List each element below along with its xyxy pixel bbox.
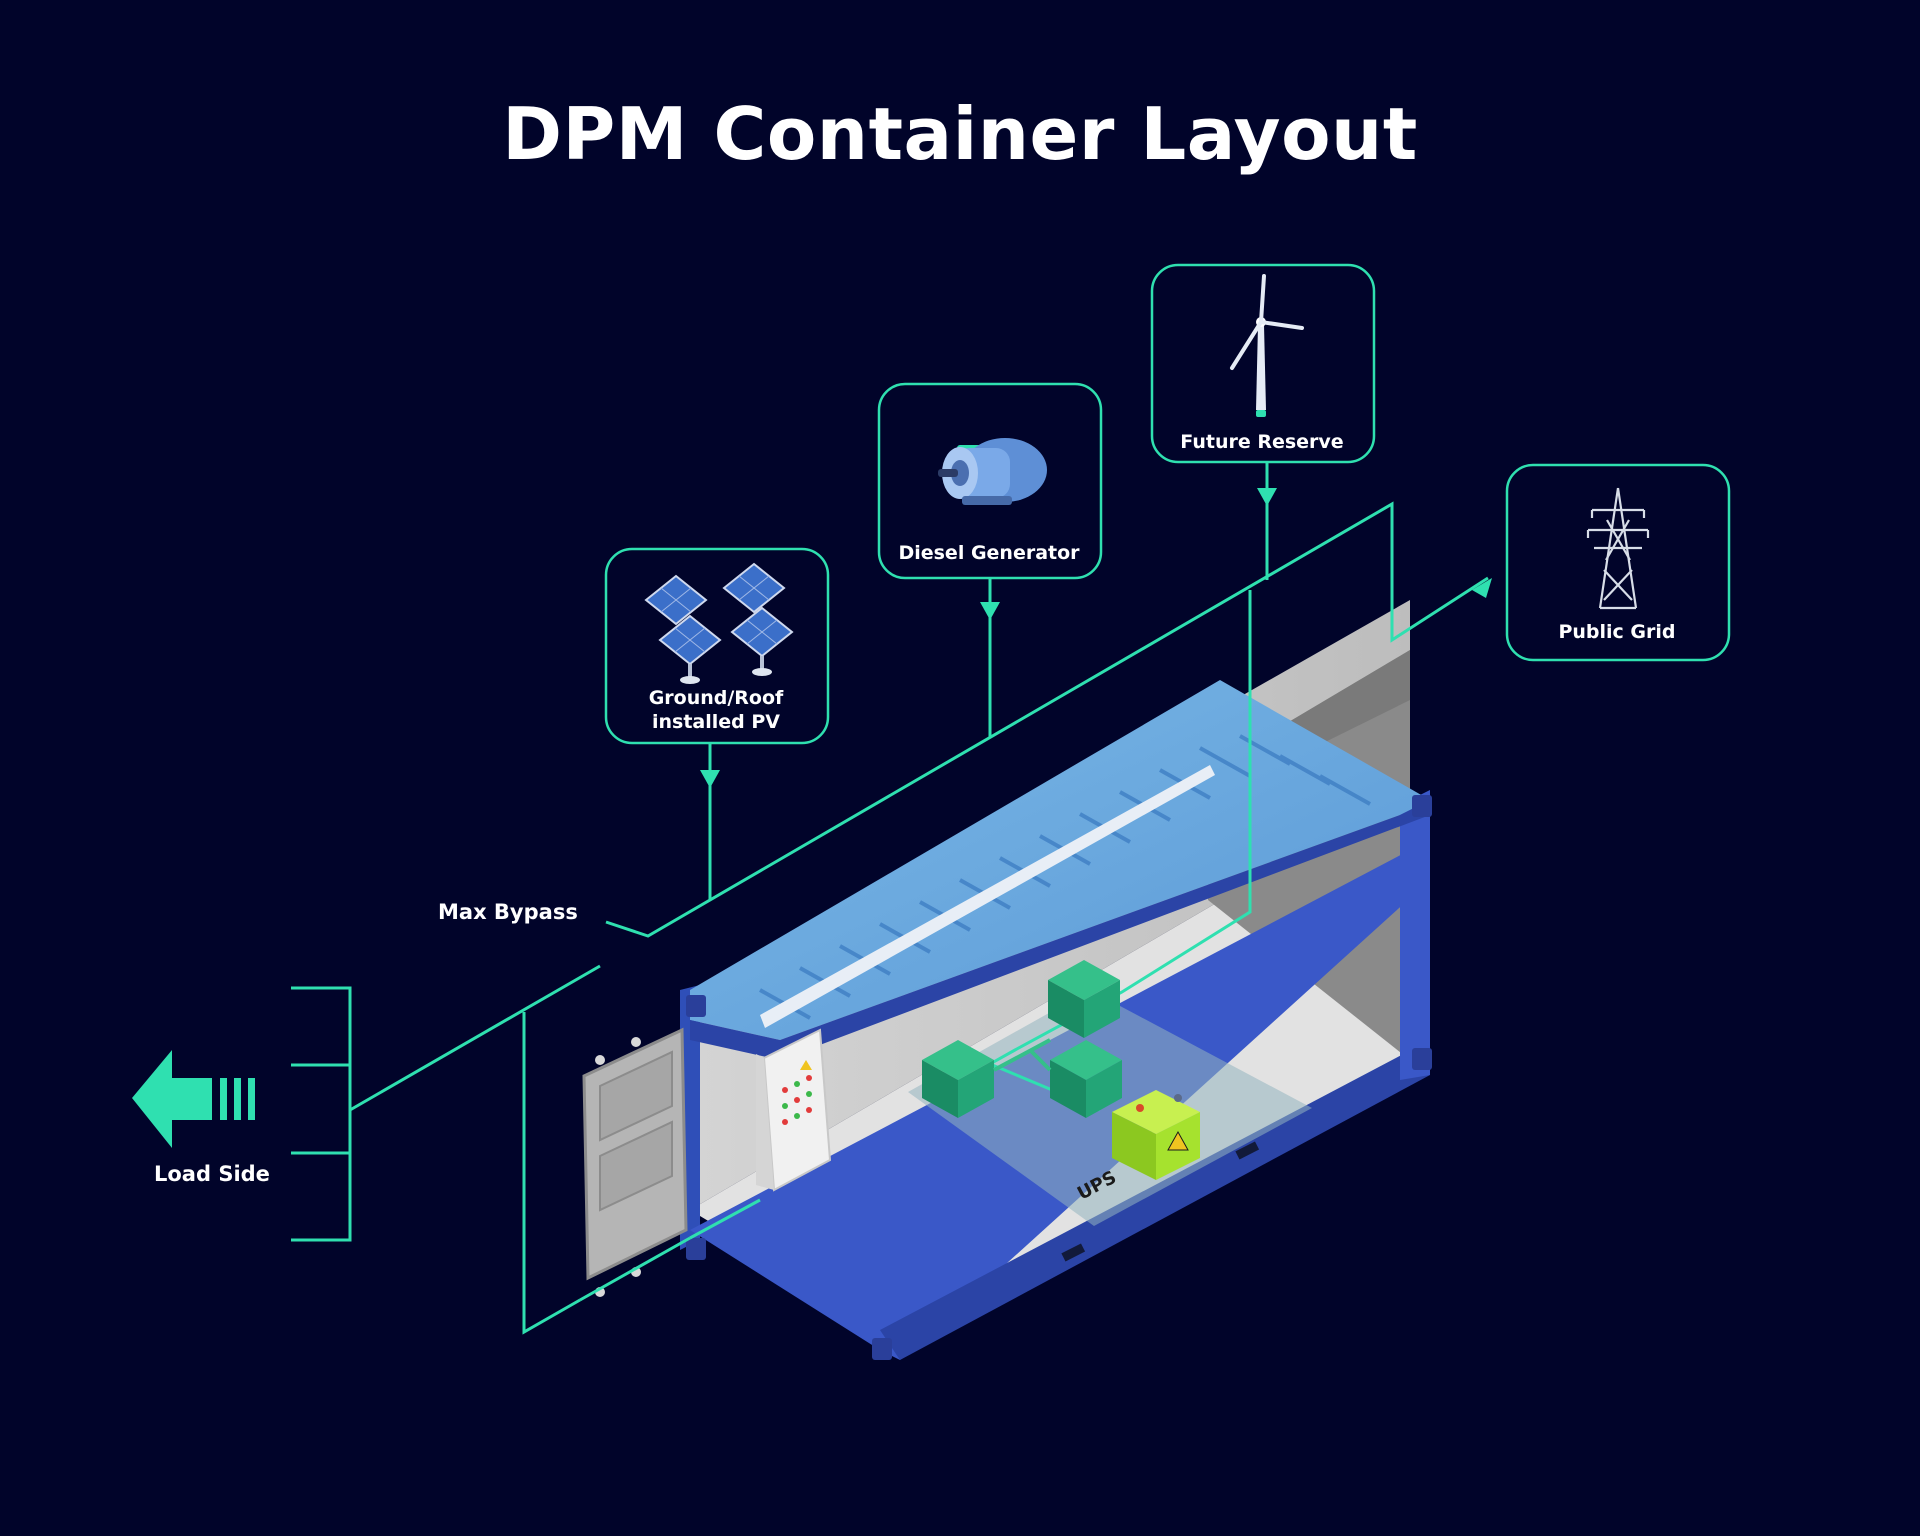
wind-turbine-icon <box>1230 274 1304 417</box>
label-future: Future Reserve <box>1180 431 1344 453</box>
page-title: DPM Container Layout <box>502 92 1418 176</box>
ups-zone <box>908 990 1312 1226</box>
arrow-heads <box>700 488 1492 788</box>
label-pv: Ground/Roof installed PV <box>648 687 784 733</box>
source-box-diesel[interactable] <box>877 382 1103 580</box>
label-load-side: Load Side <box>154 1162 270 1186</box>
battery-icon <box>1112 1090 1200 1180</box>
source-box-future[interactable] <box>1150 263 1376 464</box>
shipping-container <box>582 600 1432 1360</box>
transmission-tower-icon <box>1586 487 1650 610</box>
ups-module <box>1048 960 1120 1038</box>
electric-motor-icon <box>938 438 1047 505</box>
solar-panels-icon <box>644 562 794 684</box>
source-box-grid[interactable] <box>1505 463 1731 662</box>
ups-module <box>922 1040 994 1118</box>
cabinet-indicators <box>782 1060 812 1125</box>
ups-module <box>1050 1040 1122 1118</box>
label-diesel: Diesel Generator <box>898 542 1080 564</box>
arrow-left-icon[interactable] <box>132 1050 255 1148</box>
label-grid: Public Grid <box>1558 621 1676 643</box>
module-links <box>993 1038 1052 1072</box>
source-box-pv[interactable] <box>604 547 830 745</box>
label-max-bypass: Max Bypass <box>438 900 578 924</box>
connection-lines <box>291 462 1489 1335</box>
